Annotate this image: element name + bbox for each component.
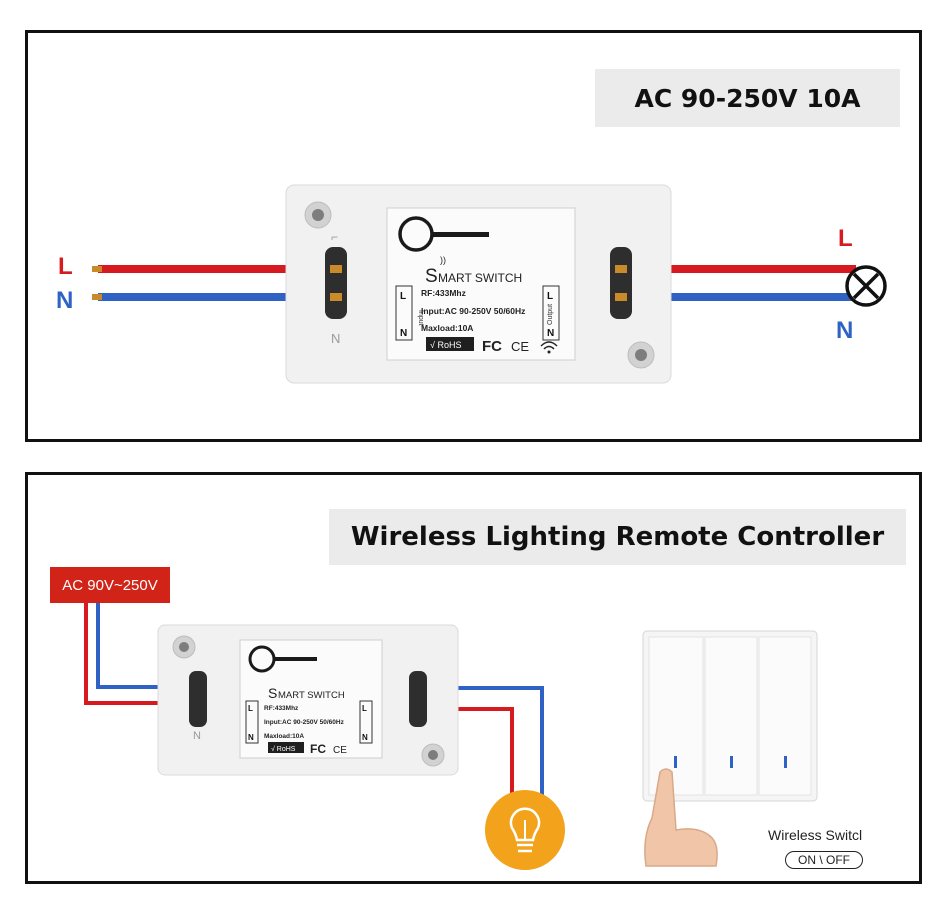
rohs-mark: √ RoHS <box>430 340 461 350</box>
svg-text:⌐: ⌐ <box>331 230 338 244</box>
svg-text:L: L <box>362 704 367 713</box>
maxload-spec: Maxload:10A <box>421 323 473 333</box>
svg-text:N: N <box>331 331 340 346</box>
input-live-label: L <box>58 253 73 280</box>
svg-text:FC: FC <box>310 742 326 756</box>
output-live-wire <box>628 265 856 273</box>
switch-button-1 <box>648 636 704 796</box>
voltage-spec-banner: AC 90-250V 10A <box>595 69 900 127</box>
input-live-wire-tip <box>92 266 102 272</box>
ce-mark: CE <box>511 339 529 354</box>
output-live-label: L <box>838 225 853 252</box>
switch-button-2 <box>704 636 758 796</box>
svg-text:L: L <box>400 291 406 302</box>
product-title-banner: Wireless Lighting Remote Controller <box>329 509 906 565</box>
svg-text:CE: CE <box>333 745 347 756</box>
remote-control-panel: Wireless Lighting Remote Controller AC 9… <box>25 472 922 884</box>
brand-name: MART SWITCH <box>438 271 522 285</box>
input-neutral-wire-tip <box>92 294 102 300</box>
wifi-icon <box>540 341 558 350</box>
rf-frequency: RF:433Mhz <box>421 288 466 298</box>
brand-initial: S <box>425 266 438 287</box>
wireless-switch-label: Wireless Switcl <box>768 827 863 843</box>
svg-text:MART SWITCH: MART SWITCH <box>278 690 345 701</box>
svg-text:N: N <box>248 733 254 742</box>
svg-text:Maxload:10A: Maxload:10A <box>264 733 304 740</box>
finger-pressing-icon <box>644 768 718 867</box>
input-spec: Input:AC 90-250V 50/60Hz <box>421 306 525 316</box>
wiring-diagram-panel: AC 90-250V 10A ⌐ N S MART SWITCH )) <box>25 30 922 442</box>
input-neutral-label: N <box>56 287 74 314</box>
svg-text:N: N <box>400 328 407 339</box>
wiring-diagram-graphic: ⌐ N S MART SWITCH )) L N Input L N Outpu… <box>92 184 887 384</box>
svg-text:√ RoHS: √ RoHS <box>271 745 296 753</box>
on-off-badge: ON \ OFF <box>785 851 863 869</box>
power-input-tag: AC 90V~250V <box>50 567 170 603</box>
output-side-label: Output <box>547 304 554 325</box>
svg-text:N: N <box>362 733 368 742</box>
svg-text:Input:AC 90-250V 50/60Hz: Input:AC 90-250V 50/60Hz <box>264 719 345 726</box>
svg-text:N: N <box>193 730 201 742</box>
input-side-label: Input <box>417 310 424 326</box>
input-live-wire <box>98 265 338 273</box>
remote-wiring-graphic: N S MART SWITCH L N L N RF:433Mhz Input:… <box>84 603 818 870</box>
output-terminal-block <box>610 247 632 319</box>
input-terminal-block <box>325 247 347 319</box>
svg-text:N: N <box>547 328 554 339</box>
fcc-mark: FC <box>482 338 502 355</box>
svg-text:L: L <box>547 291 553 302</box>
output-neutral-wire <box>628 293 856 301</box>
svg-text:L: L <box>248 704 253 713</box>
svg-text:RF:433Mhz: RF:433Mhz <box>264 705 299 712</box>
input-neutral-wire <box>98 293 338 301</box>
svg-text:S: S <box>268 685 277 701</box>
svg-text:)): )) <box>440 255 446 265</box>
output-neutral-label: N <box>836 317 854 344</box>
switch-button-3 <box>758 636 812 796</box>
